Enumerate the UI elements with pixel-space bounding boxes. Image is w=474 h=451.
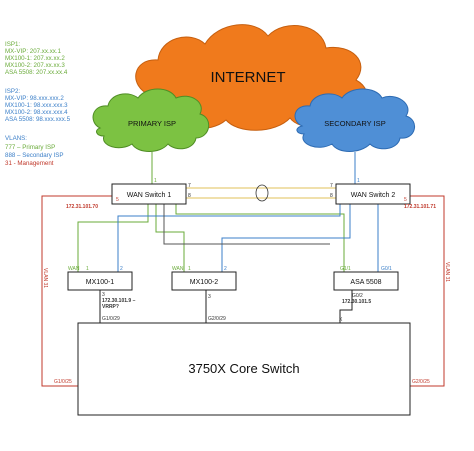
wan-switch-1-label: WAN Switch 1 bbox=[127, 192, 172, 199]
mx2-bottom-port-label: 3 bbox=[208, 294, 211, 300]
legend-isp2-line: MX-VIP: 98.xxx.xxx.2 bbox=[5, 95, 64, 102]
asa-g02-label: G0/2 bbox=[352, 293, 363, 299]
ws2-port-right-label: 5 bbox=[404, 197, 407, 203]
legend-isp1-title: ISP1: bbox=[5, 41, 20, 48]
secondary-isp-cloud: SECONDARY ISP bbox=[294, 88, 415, 152]
vlan31-left-label: VLAN 31 bbox=[42, 268, 48, 288]
mgmt-vlan31-left bbox=[41, 195, 112, 387]
asa-ip-label: 172.30.101.5 bbox=[342, 299, 371, 305]
isp1-link-asa bbox=[175, 204, 345, 272]
ws2-port-left-label: 7 bbox=[330, 183, 333, 189]
asa-5508: ASA 5508 bbox=[333, 271, 399, 291]
asa-g01-label: G0/1 bbox=[381, 266, 392, 272]
ws2-ip-label: 172.31.101.71 bbox=[404, 204, 436, 210]
mx1-ip-label: 172.30.101.9 – bbox=[102, 298, 136, 304]
wan-switch-2: WAN Switch 2 bbox=[335, 183, 411, 205]
mx100-1-label: MX100-1 bbox=[86, 279, 115, 286]
wan-switch-2-label: WAN Switch 2 bbox=[351, 192, 396, 199]
isp2-link-mx2 bbox=[221, 204, 351, 272]
mx2-port2-label: 2 bbox=[224, 266, 227, 272]
legend: ISP1: MX-VIP: 207.xx.xx.1 MX100-1: 207.x… bbox=[5, 41, 71, 167]
mx2-wan-label: WAN bbox=[172, 266, 184, 272]
core-switch: 3750X Core Switch bbox=[77, 322, 411, 416]
mx100-2-label: MX100-2 bbox=[190, 279, 219, 286]
legend-isp1-line: MX-VIP: 207.xx.xx.1 bbox=[5, 48, 62, 55]
mx1-bottom-port-label: 3 bbox=[102, 292, 105, 298]
legend-isp2-line: ASA 5508: 98.xxx.xxx.5 bbox=[5, 116, 71, 123]
mx2-port-label: 1 bbox=[188, 266, 191, 272]
secondary-isp-label: SECONDARY ISP bbox=[324, 119, 385, 128]
ws1-port-right2-label: 8 bbox=[188, 193, 191, 199]
mx1-vrrp-label: VRRP? bbox=[102, 304, 119, 310]
core-g2-0-25-label: G2/0/25 bbox=[412, 379, 430, 385]
mx100-1: MX100-1 bbox=[67, 271, 133, 291]
ws2-port-left2-label: 8 bbox=[330, 193, 333, 199]
mx1-wan-label: WAN bbox=[68, 266, 80, 272]
mx1-port-label: 1 bbox=[86, 266, 89, 272]
ws1-ip-label: 172.31.101.70 bbox=[66, 204, 98, 210]
legend-isp1-line: MX100-1: 207.xx.xx.2 bbox=[5, 55, 65, 62]
legend-isp1-line: ASA 5508: 207.xx.xx.4 bbox=[5, 69, 68, 76]
asa-g11-label: G1/1 bbox=[340, 266, 351, 272]
isp2-link-mx1 bbox=[117, 204, 341, 272]
core-g1-0-25-label: G1/0/25 bbox=[54, 379, 72, 385]
legend-isp2-title: ISP2: bbox=[5, 88, 20, 95]
asa-5508-label: ASA 5508 bbox=[350, 279, 381, 286]
mx100-2: MX100-2 bbox=[171, 271, 237, 291]
legend-vlan-secondary: 888 – Secondary ISP bbox=[5, 152, 63, 159]
primary-isp-label: PRIMARY ISP bbox=[128, 119, 176, 128]
mx1-port2-label: 2 bbox=[120, 266, 123, 272]
legend-isp1-line: MX100-2: 207.xx.xx.3 bbox=[5, 62, 65, 69]
legend-vlans-title: VLANS: bbox=[5, 135, 27, 142]
ws1-port-right-label: 7 bbox=[188, 183, 191, 189]
isp1-link-mx2 bbox=[155, 204, 185, 272]
core-switch-label: 3750X Core Switch bbox=[188, 361, 299, 376]
primary-isp-cloud: PRIMARY ISP bbox=[92, 88, 210, 152]
ws2-port-top-label: 1 bbox=[357, 178, 360, 184]
core-g2-0-29-label: G2/0/29 bbox=[208, 316, 226, 322]
ws1-port-top-label: 1 bbox=[154, 178, 157, 184]
legend-isp2-line: MX100-2: 98.xxx.xxx.4 bbox=[5, 109, 68, 116]
port-labels: 1 7 8 5 172.31.101.70 1 7 8 5 172.31.101… bbox=[42, 178, 450, 385]
mgmt-vlan31-right bbox=[410, 195, 445, 387]
ws1-crosslink bbox=[163, 204, 186, 245]
core-x-label: X bbox=[339, 317, 343, 323]
ws1-port-left-label: 5 bbox=[116, 197, 119, 203]
port-channel-marker bbox=[255, 184, 269, 202]
legend-vlan-management: 31 - Management bbox=[5, 160, 54, 167]
wan-switch-1: WAN Switch 1 bbox=[111, 183, 187, 205]
vlan31-right-label: VLAN 31 bbox=[444, 262, 450, 282]
internet-label: INTERNET bbox=[211, 69, 286, 86]
core-g1-0-29-label: G1/0/29 bbox=[102, 316, 120, 322]
isp1-link-mx1 bbox=[77, 204, 149, 272]
legend-isp2-line: MX100-1: 98.xxx.xxx.3 bbox=[5, 102, 68, 109]
asa-core-link bbox=[339, 290, 353, 323]
legend-vlan-primary: 777 – Primary ISP bbox=[5, 144, 55, 151]
